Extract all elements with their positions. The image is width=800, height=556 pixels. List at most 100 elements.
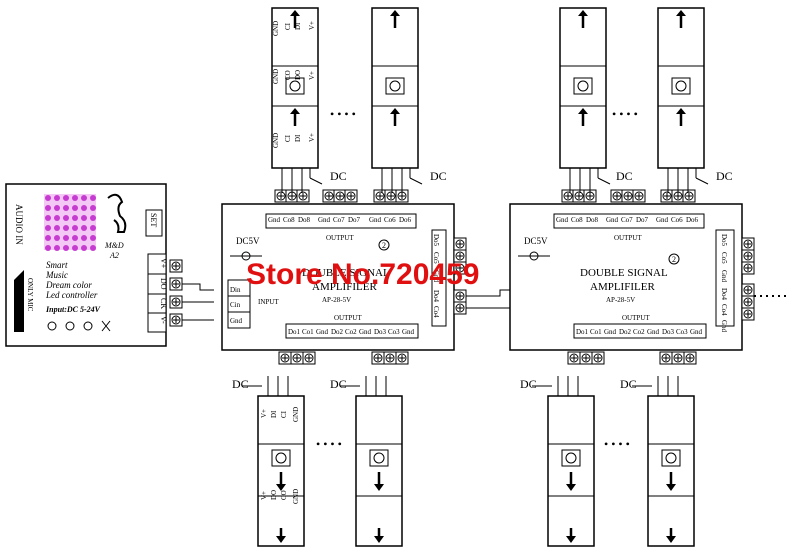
led-strip-bottom-4 <box>630 374 696 548</box>
amp2-term: Co7 <box>621 216 633 224</box>
strip-label: CO <box>280 490 288 500</box>
strip-label: GND <box>272 69 280 84</box>
dc-label-bottom-2: DC <box>330 377 347 391</box>
amp1-dc-label: DC5V <box>236 236 260 246</box>
dc-label-top-3: DC <box>616 169 633 183</box>
amp1-term: Co7 <box>333 216 345 224</box>
amp2-term: Co1 <box>590 328 602 336</box>
amp1-output-top: OUTPUT <box>326 234 354 242</box>
amp2-term: Co8 <box>571 216 583 224</box>
strip-label: V+ <box>308 133 316 142</box>
store-watermark: Store No.720459 <box>246 258 479 291</box>
dots-top-1: • • • • <box>330 107 356 121</box>
dc-label-bottom-1: DC <box>232 377 249 391</box>
controller-line3: Dream color <box>45 280 92 290</box>
led-strip-top-2 <box>370 6 424 195</box>
amp1-bottom-terminals: Do1 Co1 Gnd Do2 Co2 Gnd Do3 Co3 Gnd <box>278 328 415 365</box>
amp2-title1: DOUBLE SIGNAL <box>580 267 668 279</box>
strip-label: CI <box>284 134 292 142</box>
amp2-term: Do8 <box>586 216 599 224</box>
strip-label: V+ <box>260 491 268 500</box>
amp1-title1: DOUBLE SIGNAL <box>302 267 390 279</box>
amp2-side-term: Gnd <box>720 320 728 333</box>
amp1-term: Do7 <box>348 216 361 224</box>
amp2-term: Gnd <box>606 216 619 224</box>
dots-bottom-2: • • • • <box>604 437 630 451</box>
amp1-num: 2 <box>382 241 386 250</box>
amp2-output-top: OUTPUT <box>614 234 642 242</box>
amp2-side-term: Co5 <box>720 252 728 264</box>
strip-label: DO <box>270 490 278 500</box>
amp2-term: Do2 <box>619 328 632 336</box>
dc-label-top-2: DC <box>430 169 447 183</box>
amp1-term: Do2 <box>331 328 344 336</box>
amp2-side-term: Co4 <box>720 304 728 316</box>
amp2-term: Gnd <box>556 216 569 224</box>
amp1-term: Gnd <box>402 328 415 336</box>
amp1-term: Do8 <box>298 216 311 224</box>
strip-label: GND <box>272 21 280 36</box>
amp2-side-term: Do4 <box>720 288 728 301</box>
amp1-term: Co2 <box>345 328 357 336</box>
term-vplus: V+ <box>159 258 168 269</box>
amp1-term: Gnd <box>268 216 281 224</box>
amp2-term: Co3 <box>676 328 688 336</box>
cert-mark-icon <box>83 321 93 331</box>
amp1-term: Do6 <box>399 216 412 224</box>
amp1-term: Gnd <box>369 216 382 224</box>
brand-logo-icon <box>107 193 127 233</box>
amp1-output-bottom: OUTPUT <box>334 314 362 322</box>
amp1-model: AP-28-5V <box>322 296 351 304</box>
dc-label-top-1: DC <box>330 169 347 183</box>
strip-label: DI <box>294 22 302 30</box>
amp1-term: Co1 <box>302 328 314 336</box>
amp1-side-terminals: Do5 Co5 Gnd Do4 Co4 <box>432 234 510 318</box>
amp2-term: Co2 <box>633 328 645 336</box>
amp2-title2: AMPLIFILER <box>590 281 655 293</box>
amp1-in-cin: Cin <box>230 301 241 309</box>
amp1-term: Gnd <box>359 328 372 336</box>
amp1-top-terminals: Gnd Co8 Do8 Gnd Co7 Do7 Gnd Co6 Do6 <box>268 189 412 224</box>
amp1-term: Co8 <box>283 216 295 224</box>
amp1-side-term: Gnd <box>432 270 440 283</box>
amp2-term: Gnd <box>656 216 669 224</box>
amp1-term: Do3 <box>374 328 387 336</box>
term-ck: CK <box>159 298 168 309</box>
strip-label: CO <box>284 70 292 80</box>
amplifier-2: OUTPUT OUTPUT DC5V DOUBLE SIGNAL AMPLIFI… <box>509 203 743 351</box>
amp2-term: Gnd <box>604 328 617 336</box>
amp1-side-term: Do4 <box>432 290 440 303</box>
audio-in-label: AUDIO IN <box>14 204 24 245</box>
strip-label: GND <box>292 407 300 422</box>
led-strip-bottom-3 <box>530 374 596 548</box>
amp2-term: Do3 <box>662 328 675 336</box>
dc-label-bottom-3: DC <box>520 377 537 391</box>
amp2-term: Do7 <box>636 216 649 224</box>
cert-mark-icon <box>65 321 75 331</box>
input-voltage-label: Input:DC 5-24V <box>45 305 101 314</box>
led-strip-bottom-1 <box>240 374 306 548</box>
amp2-num: 2 <box>672 255 676 264</box>
dc-label-top-4: DC <box>716 169 733 183</box>
term-vminus: V- <box>159 316 168 324</box>
controller-line1: Smart <box>46 260 68 270</box>
set-button-label: SET <box>149 213 158 227</box>
controller-line2: Music <box>45 270 68 280</box>
dc-label-bottom-4: DC <box>620 377 637 391</box>
amp2-term: Gnd <box>647 328 660 336</box>
volume-wedge-icon <box>14 270 24 332</box>
led-strip-top-4 <box>656 6 710 195</box>
amp1-term: Gnd <box>318 216 331 224</box>
strip-label: GND <box>272 133 280 148</box>
amp2-side-term: Gnd <box>720 270 728 283</box>
amplifier-1: OUTPUT OUTPUT DC5V DOUBLE SIGNAL AMPLIFI… <box>221 203 455 351</box>
amp2-term: Do6 <box>686 216 699 224</box>
strip-label: V+ <box>308 21 316 30</box>
model-label: A2 <box>109 251 119 260</box>
only-mic-label: ONLY MIC <box>26 278 34 312</box>
strip-label: V+ <box>308 71 316 80</box>
controller-line4: Led controller <box>45 290 98 300</box>
amp1-term: Co3 <box>388 328 400 336</box>
amp2-term: Do1 <box>576 328 589 336</box>
amp1-title2: AMPLIFILER <box>312 281 377 293</box>
